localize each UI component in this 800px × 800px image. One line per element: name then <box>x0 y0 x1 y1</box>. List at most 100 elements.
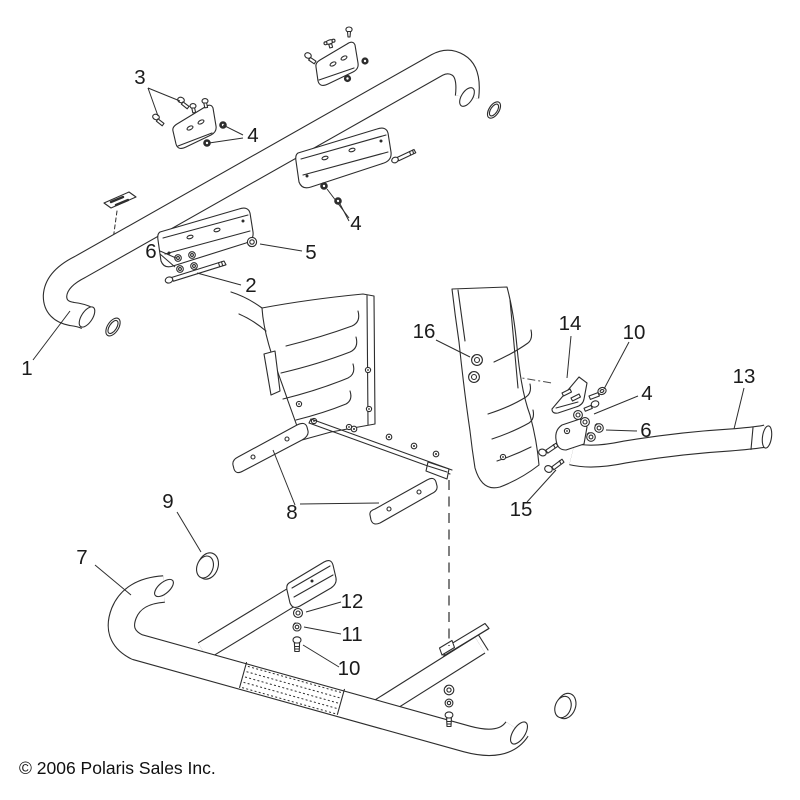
callout-leader-13 <box>733 387 745 430</box>
callout-label-3: 3 <box>134 66 145 89</box>
callout-leader-9 <box>176 511 202 553</box>
callout-leader-16 <box>435 339 471 358</box>
side-tube-group <box>538 376 773 473</box>
callout-leader-14 <box>566 335 572 379</box>
lower-bumper-tube <box>107 575 529 757</box>
copyright-text: © 2006 Polaris Sales Inc. <box>19 758 216 778</box>
callout-label-4: 4 <box>350 212 361 235</box>
callout-label-6: 6 <box>145 240 156 263</box>
end-cap <box>486 101 502 119</box>
callout-label-14: 14 <box>559 312 582 335</box>
clamp-bracket-left <box>157 207 254 268</box>
floor-rail <box>308 418 453 480</box>
callout-leader-4 <box>593 395 639 415</box>
end-cap <box>554 692 577 720</box>
left-footwell-panel <box>230 291 376 441</box>
callout-label-8: 8 <box>286 501 297 524</box>
callout-leader-12 <box>305 601 342 613</box>
callout-label-7: 7 <box>76 546 87 569</box>
nut-11 <box>292 622 302 632</box>
callout-leader-3 <box>147 87 159 117</box>
callout-leader-15 <box>526 469 557 503</box>
callout-label-15: 15 <box>510 498 533 521</box>
callout-leader-11 <box>303 626 342 635</box>
panel-rib <box>491 409 535 440</box>
side-tube <box>569 424 773 468</box>
panel-rib <box>295 390 352 421</box>
carriage-bolt <box>177 96 190 110</box>
bolt <box>444 711 454 728</box>
flange-nut-16 <box>471 354 483 366</box>
callout-leader-3 <box>147 87 181 102</box>
washer-nut-set <box>174 251 198 273</box>
panel-rib <box>285 310 360 347</box>
carriage-bolt <box>152 113 165 127</box>
callout-label-10: 10 <box>623 321 646 344</box>
upper-bumper-tube <box>42 49 480 330</box>
callout-leader-10 <box>603 341 630 390</box>
clamp-bracket-middle <box>295 127 392 189</box>
wing-bolt <box>323 38 336 49</box>
upper-bumper-group <box>42 26 502 337</box>
tube-end-opening <box>761 425 773 449</box>
panel-rib <box>280 336 358 374</box>
callout-leader-4 <box>339 203 350 222</box>
tube-end-opening <box>509 721 529 745</box>
callout-leader-5 <box>259 243 303 252</box>
end-cap <box>105 317 121 337</box>
callout-label-16: 16 <box>413 320 436 343</box>
callout-leader-6 <box>159 253 176 268</box>
callout-label-10: 10 <box>338 657 361 680</box>
callout-leader-4 <box>222 124 244 136</box>
bolt-10-right <box>588 386 607 400</box>
callout-leader-7 <box>94 564 132 596</box>
panel-rib <box>282 363 355 400</box>
rail-end-bracket <box>425 461 450 480</box>
lock-nut <box>246 236 258 248</box>
callout-leader-6 <box>159 250 177 259</box>
mount-plate-lower <box>172 104 217 150</box>
callout-leader-10 <box>302 644 340 668</box>
panel-rib <box>493 329 533 363</box>
flange-nut-16 <box>468 371 480 383</box>
callout-label-12: 12 <box>341 590 364 613</box>
nut-set-6 <box>586 423 604 442</box>
callout-leader-8 <box>299 502 380 505</box>
arm-angle-bracket <box>438 622 490 657</box>
panel-rib <box>496 446 532 462</box>
washer-set-4 <box>573 410 590 427</box>
tube-end-opening <box>154 578 174 598</box>
mount-arm-right <box>366 630 489 722</box>
bolt <box>583 400 600 412</box>
bolt-10 <box>292 636 302 653</box>
mount-arm-left <box>197 583 306 660</box>
arm-channel-bracket <box>286 559 337 609</box>
callout-label-11: 11 <box>341 623 362 646</box>
right-footwell-panel <box>451 286 540 489</box>
vehicle-body-group <box>230 286 553 525</box>
callout-label-13: 13 <box>733 365 756 388</box>
washer-12 <box>292 607 304 619</box>
mount-plate-upper <box>315 41 359 87</box>
callout-label-6: 6 <box>640 419 651 442</box>
end-cap-9 <box>195 552 220 580</box>
long-bolt <box>164 260 227 284</box>
tube-mount-tab <box>555 418 588 451</box>
callout-label-4: 4 <box>641 382 652 405</box>
bolt-15 <box>538 442 559 457</box>
mount-bracket-14 <box>551 376 588 414</box>
callout-label-1: 1 <box>21 357 32 380</box>
nut <box>443 684 455 696</box>
callout-leader-4 <box>208 137 244 144</box>
callout-leader-4 <box>326 188 350 219</box>
screw <box>345 26 353 38</box>
support-strap <box>369 477 438 525</box>
screw <box>189 103 197 114</box>
callout-leader-1 <box>32 310 71 361</box>
knurled-grip <box>239 661 345 715</box>
lower-bumper-group <box>107 480 577 757</box>
callout-label-2: 2 <box>245 274 256 297</box>
